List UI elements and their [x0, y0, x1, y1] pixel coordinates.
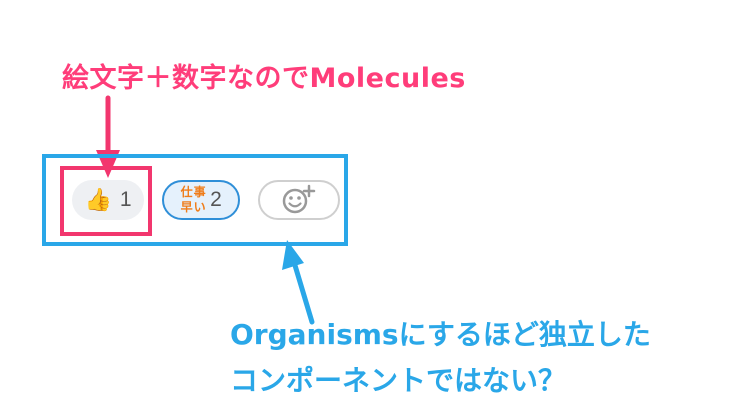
organisms-annotation-line1: Organismsにするほど独立した: [230, 318, 651, 351]
add-reaction-icon: [282, 184, 316, 214]
reaction-count: 1: [119, 188, 132, 211]
organisms-annotation-line2: コンポーネントではない？: [230, 364, 567, 397]
molecule-highlight-frame: [60, 166, 152, 236]
reaction-work-fast[interactable]: 仕 事 早 い 2: [162, 180, 240, 220]
thumbs-up-icon: 👍: [84, 187, 112, 212]
reaction-count: 2: [210, 188, 222, 211]
reaction-thumbs-up[interactable]: 👍 1: [72, 180, 144, 220]
molecules-annotation: 絵文字＋数字なのでMolecules: [62, 63, 466, 94]
organisms-highlight-frame: [42, 154, 348, 246]
add-reaction-button[interactable]: [258, 180, 340, 220]
organisms-annotation: Organismsにするほど独立した コンポーネントではない？: [230, 312, 651, 404]
work-fast-stamp-icon: 仕 事 早 い: [180, 185, 206, 214]
